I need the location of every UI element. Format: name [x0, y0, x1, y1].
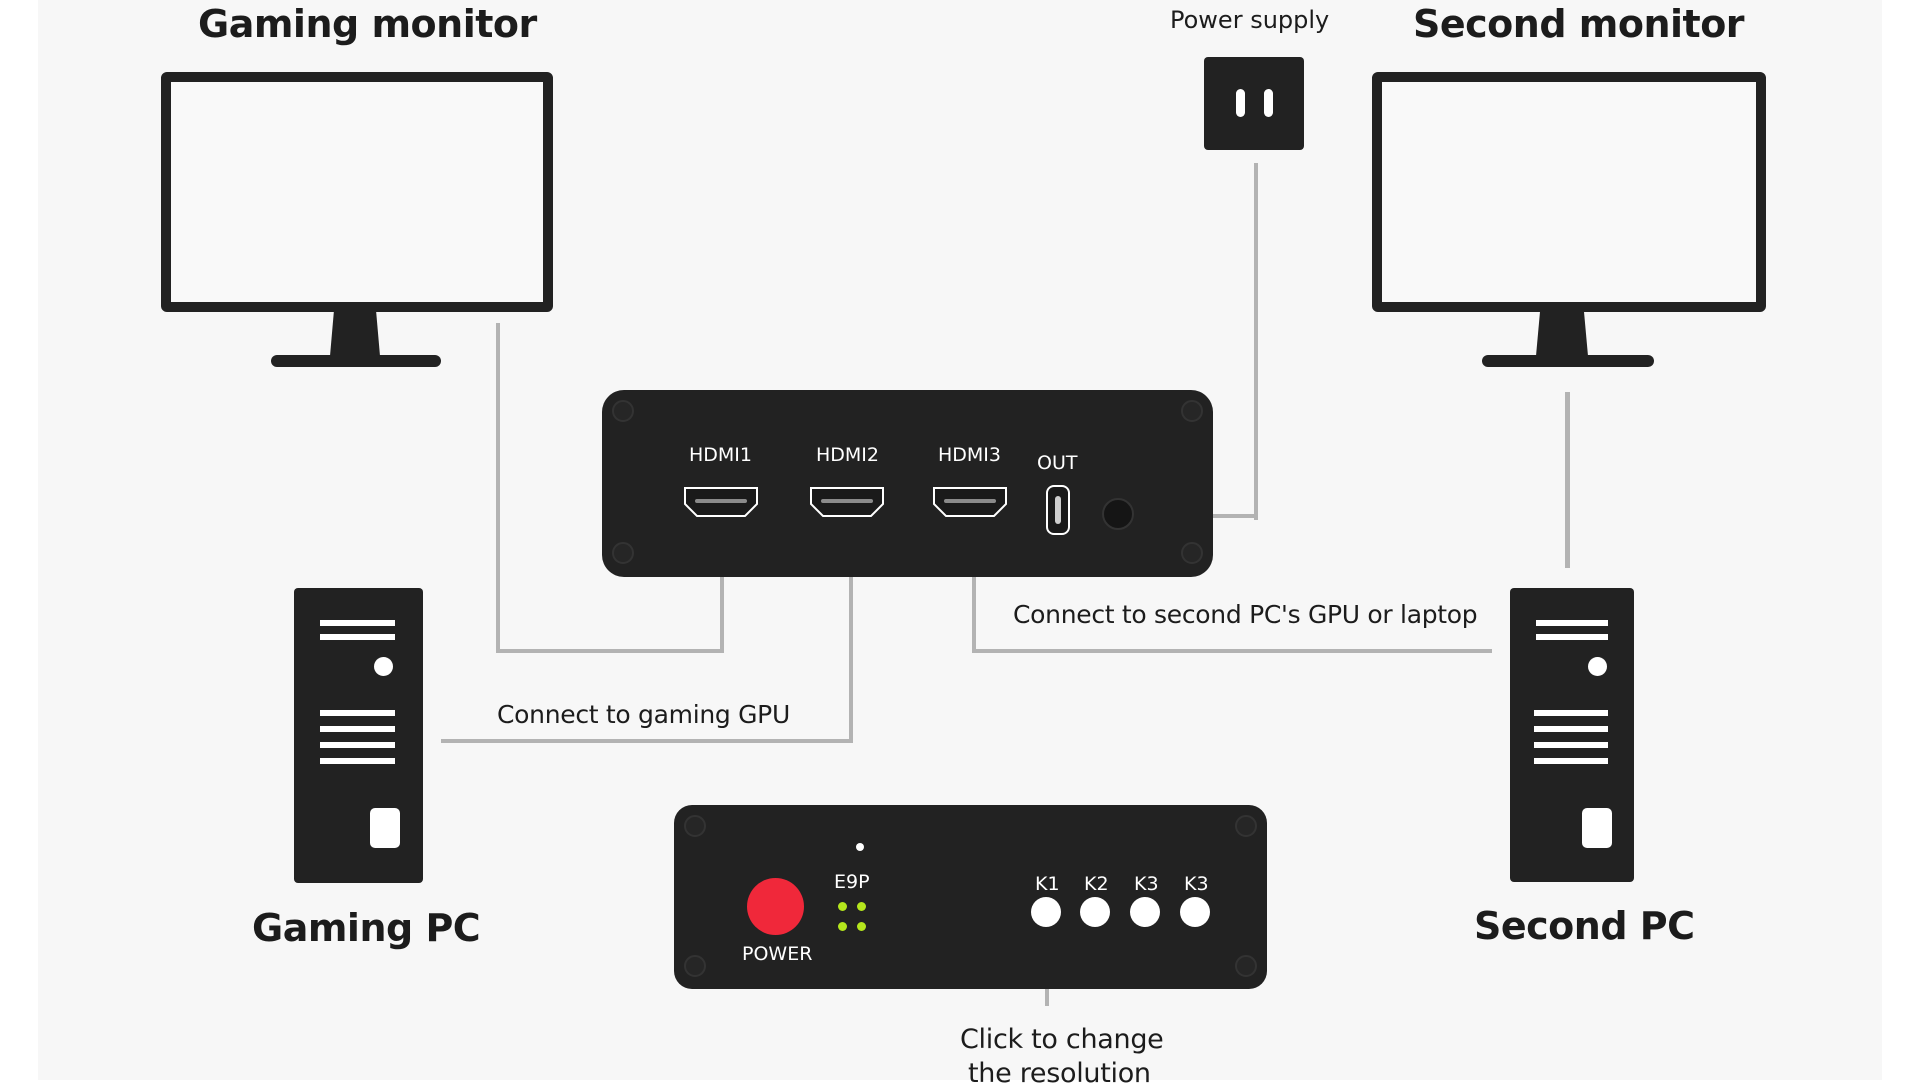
- button-label-k1: K1: [1035, 873, 1060, 895]
- power-supply-label: Power supply: [1170, 6, 1330, 34]
- port-label-out: OUT: [1037, 452, 1078, 474]
- screw-icon: [1181, 400, 1203, 422]
- port-label-hdmi2: HDMI2: [816, 444, 880, 466]
- hdmi1-port-icon[interactable]: [683, 486, 759, 518]
- k3b-button[interactable]: [1180, 897, 1210, 927]
- k1-button[interactable]: [1031, 897, 1061, 927]
- indicator-light-icon: [856, 843, 864, 851]
- power-outlet-icon: [1204, 57, 1304, 150]
- screw-icon: [1235, 955, 1257, 977]
- resolution-caption-line2: the resolution: [968, 1058, 1151, 1089]
- hdmi2-port-icon[interactable]: [809, 486, 885, 518]
- port-label-hdmi1: HDMI1: [689, 444, 753, 466]
- led-icon: [857, 922, 866, 931]
- port-label-hdmi3: HDMI3: [938, 444, 1002, 466]
- led-icon: [857, 902, 866, 911]
- connect-second-gpu-caption: Connect to second PC's GPU or laptop: [1013, 600, 1478, 629]
- gaming-pc-title: Gaming PC: [252, 906, 481, 950]
- second-pc-tower-icon: [1510, 588, 1634, 882]
- connect-gaming-gpu-caption: Connect to gaming GPU: [497, 700, 790, 729]
- switch-rear-panel: HDMI1 HDMI2 HDMI3 OUT: [602, 390, 1213, 577]
- screw-icon: [1235, 815, 1257, 837]
- button-label-k3: K3: [1134, 873, 1159, 895]
- switch-front-panel: POWER E9P K1 K2 K3 K3: [674, 805, 1267, 989]
- k2-button[interactable]: [1080, 897, 1110, 927]
- led-icon: [838, 902, 847, 911]
- k3-button[interactable]: [1130, 897, 1160, 927]
- gaming-pc-tower-icon: [294, 588, 423, 883]
- power-button[interactable]: [747, 878, 804, 935]
- model-label: E9P: [834, 871, 870, 893]
- dc-power-jack-icon: [1102, 498, 1134, 530]
- screw-icon: [1181, 542, 1203, 564]
- led-icon: [838, 922, 847, 931]
- second-monitor-title: Second monitor: [1413, 2, 1745, 46]
- gaming-monitor-title: Gaming monitor: [198, 2, 537, 46]
- usb-c-out-port-icon[interactable]: [1045, 484, 1071, 536]
- screw-icon: [612, 400, 634, 422]
- resolution-caption-line1: Click to change: [960, 1024, 1164, 1055]
- screw-icon: [612, 542, 634, 564]
- button-label-k2: K2: [1084, 873, 1109, 895]
- second-pc-title: Second PC: [1474, 904, 1695, 948]
- screw-icon: [684, 815, 706, 837]
- screw-icon: [684, 955, 706, 977]
- hdmi3-port-icon[interactable]: [932, 486, 1008, 518]
- button-label-k3b: K3: [1184, 873, 1209, 895]
- power-label: POWER: [742, 943, 813, 965]
